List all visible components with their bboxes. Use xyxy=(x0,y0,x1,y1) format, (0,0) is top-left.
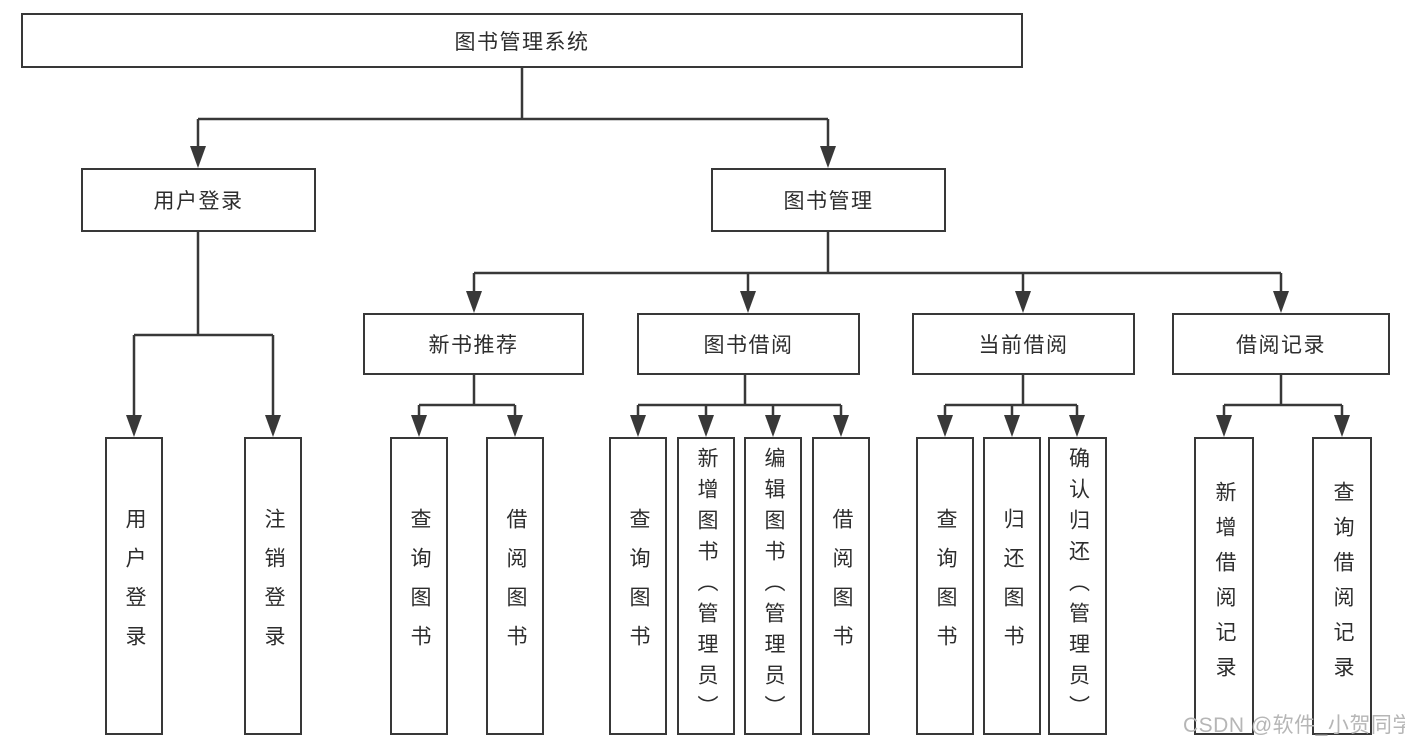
node-book-borrowing: 图书借阅 xyxy=(637,313,860,375)
leaf-add-borrow-record: 新增借阅记录 xyxy=(1194,437,1254,735)
leaf-query-borrow-record: 查询借阅记录 xyxy=(1312,437,1372,735)
node-current-borrowing: 当前借阅 xyxy=(912,313,1135,375)
node-system-root: 图书管理系统 xyxy=(21,13,1023,68)
leaf-query-books: 查询图书 xyxy=(609,437,667,735)
leaf-logout: 注销登录 xyxy=(244,437,302,735)
arrowheads xyxy=(126,146,1350,437)
node-borrowing-records: 借阅记录 xyxy=(1172,313,1390,375)
leaf-user-login: 用户登录 xyxy=(105,437,163,735)
leaf-query-books: 查询图书 xyxy=(916,437,974,735)
leaf-edit-books-admin: 编辑图书（管理员） xyxy=(744,437,802,735)
node-book-management: 图书管理 xyxy=(711,168,946,232)
leaf-borrow-books: 借阅图书 xyxy=(812,437,870,735)
leaf-query-books: 查询图书 xyxy=(390,437,448,735)
node-user-login: 用户登录 xyxy=(81,168,316,232)
node-new-book-recommend: 新书推荐 xyxy=(363,313,584,375)
leaf-borrow-books: 借阅图书 xyxy=(486,437,544,735)
connector-stems xyxy=(132,68,1344,421)
leaf-confirm-return-admin: 确认归还（管理员） xyxy=(1048,437,1107,735)
leaf-return-books: 归还图书 xyxy=(983,437,1041,735)
csdn-watermark: CSDN @软件_小贺同学 xyxy=(1183,714,1405,737)
leaf-add-books-admin: 新增图书（管理员） xyxy=(677,437,735,735)
